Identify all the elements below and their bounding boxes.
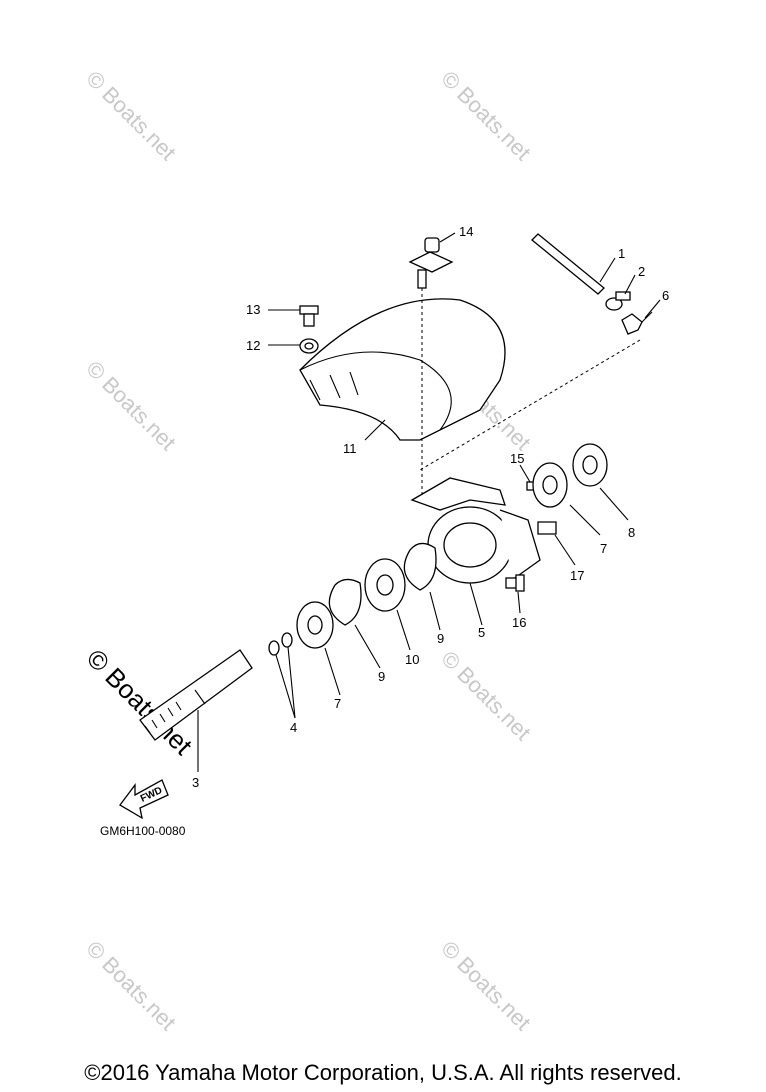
part-11-cover <box>299 298 506 441</box>
part-9-circlip-left <box>328 578 362 626</box>
part-4-o-ring-b <box>281 632 293 648</box>
watermark-top-left: © Boats.net <box>81 66 180 165</box>
part-7-bearing-lower <box>296 601 334 649</box>
callout-10: 10 <box>405 652 419 667</box>
part-3-shaft <box>139 649 253 741</box>
callout-2: 2 <box>638 264 645 279</box>
callout-7-upper: 7 <box>600 541 607 556</box>
part-7-bearing-upper <box>532 462 568 508</box>
watermark-bottom-left: © Boats.net <box>81 936 180 1035</box>
callout-9-left: 9 <box>378 669 385 684</box>
callout-8: 8 <box>628 525 635 540</box>
callout-7-lower: 7 <box>334 696 341 711</box>
part-14-bracket <box>408 237 454 289</box>
callout-9-right: 9 <box>437 631 444 646</box>
watermark-mid-left: © Boats.net <box>81 356 180 455</box>
part-6-grease-nipple <box>621 311 653 335</box>
callout-11: 11 <box>343 441 357 456</box>
watermark-bottom-right: © Boats.net <box>436 936 535 1035</box>
part-10-bearing <box>364 558 406 612</box>
callout-16: 16 <box>512 615 526 630</box>
part-9-circlip-right <box>403 542 437 591</box>
callout-1: 1 <box>618 246 625 261</box>
callouts: 1 2 3 4 5 6 7 7 8 9 9 10 11 12 13 14 15 … <box>192 224 669 790</box>
copyright-notice: ©2016 Yamaha Motor Corporation, U.S.A. A… <box>84 1060 682 1085</box>
callout-4: 4 <box>290 720 297 735</box>
part-4-o-ring-a <box>268 640 280 656</box>
watermark-top-right: © Boats.net <box>436 66 535 165</box>
part-1-pin <box>531 233 605 295</box>
part-13-bolt <box>299 305 319 327</box>
part-code: GM6H100-0080 <box>100 824 186 838</box>
part-8-seal <box>572 443 608 487</box>
fwd-arrow: FWD <box>119 779 169 820</box>
callout-12: 12 <box>246 338 260 353</box>
callout-6: 6 <box>662 288 669 303</box>
callout-14: 14 <box>459 224 473 239</box>
part-17-plate <box>537 521 557 535</box>
callout-5: 5 <box>478 625 485 640</box>
callout-3: 3 <box>192 775 199 790</box>
part-12-collar <box>299 338 319 354</box>
callout-15: 15 <box>510 451 524 466</box>
part-16-bolt <box>505 574 525 592</box>
watermark-low-right: © Boats.net <box>436 646 535 745</box>
part-2-clip <box>605 291 631 311</box>
callout-13: 13 <box>246 302 260 317</box>
callout-17: 17 <box>570 568 584 583</box>
leader-lines <box>197 232 661 772</box>
